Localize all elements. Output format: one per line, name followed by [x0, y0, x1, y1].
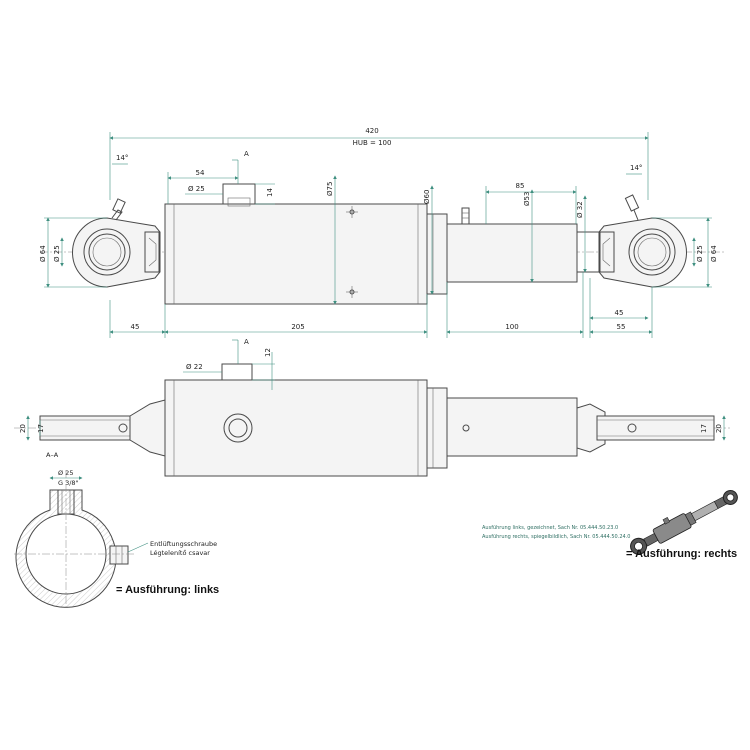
dim-port-height-side: 12: [264, 348, 272, 357]
dim-rod-end-dia: Ø 32: [576, 201, 584, 218]
side-dimensions: A Ø 22 12 20 17 17 20: [19, 338, 726, 441]
dim-eye-dia-left: Ø 64: [39, 245, 47, 262]
section-port-dia: Ø 25: [58, 469, 73, 477]
rod-side: [446, 397, 578, 457]
dim-eye-dia-right: Ø 64: [710, 245, 718, 262]
rod-side-nipple: [462, 424, 470, 432]
dim-right-eye-len-top: 45: [615, 309, 624, 317]
dim-port-height-top: 14: [266, 188, 274, 197]
dim-barrel-len: 205: [291, 323, 304, 331]
iso-preview: [630, 489, 738, 555]
dim-lug-slot-right: 17: [700, 424, 708, 433]
dim-left-eye-len: 45: [131, 323, 140, 331]
dim-gland-dia: Ø60: [423, 190, 431, 204]
dim-port-dia-top: Ø 25: [188, 185, 205, 193]
rod-nipple: [461, 207, 470, 225]
dim-pin-dia-right: Ø 25: [696, 245, 704, 262]
vent-screw: [109, 545, 129, 565]
dim-port-offset: 54: [196, 169, 205, 177]
side-port: [221, 363, 253, 381]
dim-angle-right: 14°: [630, 164, 642, 172]
top-dimensions: 420 HUB = 100 14° 14° 54 A Ø 25 14 Ø75 Ø…: [39, 127, 718, 338]
section-title: A–A: [46, 451, 59, 459]
right-lug: [596, 415, 715, 441]
section-marker-top: A: [244, 150, 249, 158]
side-port-hole: [223, 413, 253, 443]
dim-overall: 420: [365, 127, 378, 135]
vent-label-de: Entlüftungsschraube: [150, 540, 217, 548]
gland-top: [426, 213, 448, 295]
top-view: [40, 183, 725, 305]
section-thread: G 3/8": [58, 479, 79, 487]
dim-pin-dia-left: Ø 25: [53, 245, 61, 262]
left-eye: [72, 198, 161, 288]
dim-rod-ext: 100: [505, 323, 518, 331]
section-marker-side: A: [244, 338, 249, 346]
dim-lug-width-right: 20: [715, 424, 723, 433]
note-left-version: Ausführung links, gezeichnet, Sach Nr. 0…: [482, 525, 618, 531]
mount-holes-top: [346, 206, 358, 298]
dim-port-dia-side: Ø 22: [186, 363, 203, 371]
dim-lug-slot-left: 17: [37, 424, 45, 433]
dim-rod-dia: Ø53: [523, 192, 531, 206]
dim-rod-length: 85: [516, 182, 525, 190]
rod-top: [446, 223, 578, 283]
left-lug-nipple: [118, 423, 128, 433]
legend-left: = Ausführung: links: [116, 584, 219, 596]
right-lug-nipple: [627, 423, 637, 433]
dim-stroke: HUB = 100: [353, 139, 392, 147]
note-right-version: Ausführung rechts, spiegelbildlich, Sach…: [482, 534, 630, 540]
dim-angle-left: 14°: [116, 154, 128, 162]
version-notes: Ausführung links, gezeichnet, Sach Nr. 0…: [482, 525, 630, 540]
vent-label-hu: Légtelenítő csavar: [150, 548, 210, 557]
dim-barrel-dia: Ø75: [326, 182, 334, 196]
right-eye: [598, 194, 687, 288]
legend-right: = Ausführung: rechts: [626, 548, 737, 560]
dim-right-eye-len: 55: [617, 323, 626, 331]
dim-lug-width-left: 20: [19, 424, 27, 433]
side-view: [14, 363, 730, 477]
barrel-top: [164, 203, 428, 305]
section-aa: A–A Ø 25 G 3/8" Entlüftungsschraube Légt…: [14, 451, 217, 608]
barrel-side: [164, 379, 428, 477]
gland-side: [426, 387, 448, 469]
